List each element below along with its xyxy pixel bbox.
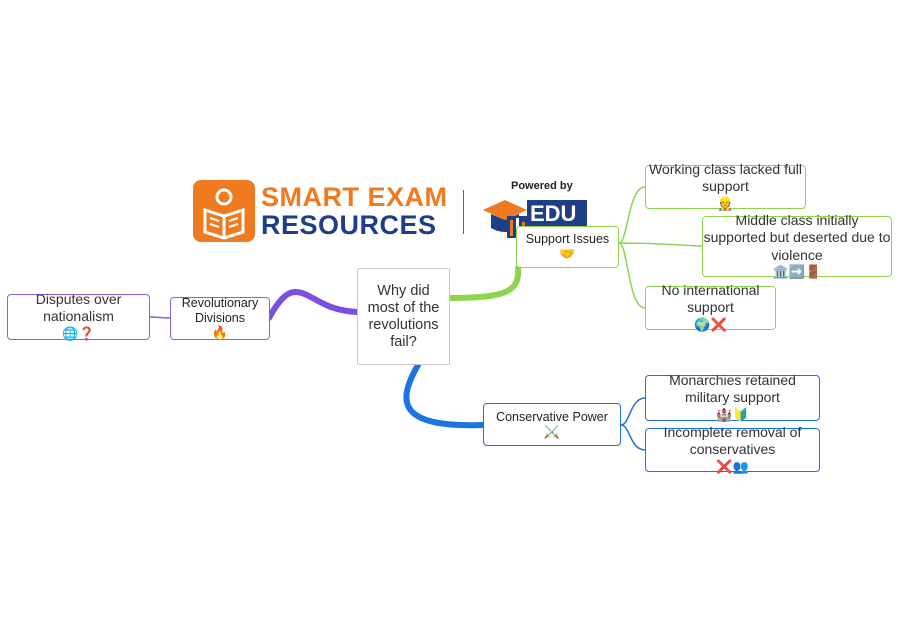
leaf-middle-class[interactable]: Middle class initially supported but des…: [702, 212, 892, 280]
cross-people-icons: ❌👥: [716, 459, 749, 475]
branch-connector-support: [447, 265, 522, 301]
leaf-disputes-nationalism[interactable]: Disputes over nationalism 🌐❓: [7, 290, 150, 342]
leaf-incomplete-removal[interactable]: Incomplete removal of conservatives ❌👥: [645, 424, 820, 475]
crossed-swords-icon: ⚔️: [543, 424, 561, 440]
globe-question-icons: 🌐❓: [62, 326, 95, 342]
branch-support-issues[interactable]: Support Issues 🤝: [516, 226, 619, 268]
edu-text: EDU: [530, 201, 577, 226]
branch-revolutionary-divisions[interactable]: Revolutionary Divisions 🔥: [170, 296, 270, 341]
leaf-no-international-support[interactable]: No international support 🌍❌: [645, 282, 776, 333]
leaf-connector-support-1: [618, 186, 646, 244]
handshake-icon: 🤝: [559, 247, 576, 262]
fire-icon: 🔥: [211, 326, 229, 341]
globe-cross-icons: 🌍❌: [694, 317, 727, 333]
reader-book-icon: [193, 180, 255, 242]
worker-icon: 👷: [717, 196, 734, 212]
branch-conservative-power[interactable]: Conservative Power ⚔️: [483, 403, 621, 446]
leaf-connector-support-2: [618, 242, 703, 247]
branch-support-issues-label: Support Issues: [525, 232, 610, 246]
building-arrow-door-icons: 🏛️➡️🚪: [772, 265, 822, 280]
leaf-connector-conservative-1: [620, 397, 646, 426]
leaf-incomplete-removal-text: Incomplete removal of conservatives: [663, 423, 802, 458]
central-topic[interactable]: Why did most of the revolutions fail?: [357, 268, 450, 365]
branch-connector-conservative: [403, 362, 486, 429]
leaf-middle-class-text: Middle class initially supported but des…: [703, 211, 891, 263]
leaf-connector-support-3: [618, 242, 646, 309]
logo-divider: [463, 190, 464, 234]
leaf-connector-divisions-1: [149, 316, 171, 319]
leaf-connector-conservative-2: [620, 424, 646, 451]
smart-exam-resources-logo: SMART EXAM RESOURCES Powered by EDU: [193, 180, 593, 242]
central-topic-text: Why did most of the revolutions fail?: [367, 282, 440, 350]
leaf-working-class[interactable]: Working class lacked full support 👷: [645, 161, 806, 212]
leaf-no-international-support-text: No international support: [661, 281, 760, 316]
branch-conservative-power-label: Conservative Power: [496, 409, 608, 424]
leaf-monarchies-military[interactable]: Monarchies retained military support 🏰🔰: [645, 371, 820, 423]
branch-revolutionary-divisions-label: Revolutionary Divisions: [181, 296, 259, 325]
castle-badge-icons: 🏰🔰: [716, 407, 749, 423]
leaf-working-class-text: Working class lacked full support: [648, 160, 803, 195]
leaf-disputes-nationalism-text: Disputes over nationalism: [35, 290, 122, 325]
leaf-monarchies-military-text: Monarchies retained military support: [669, 371, 796, 406]
powered-by-label: Powered by: [511, 180, 573, 192]
smart-edu-hub-logo: EDU: [481, 194, 589, 240]
logo-title-line2: RESOURCES: [261, 210, 437, 240]
logo-title-line1: SMART EXAM: [261, 182, 448, 212]
branch-connector-divisions: [266, 288, 360, 321]
